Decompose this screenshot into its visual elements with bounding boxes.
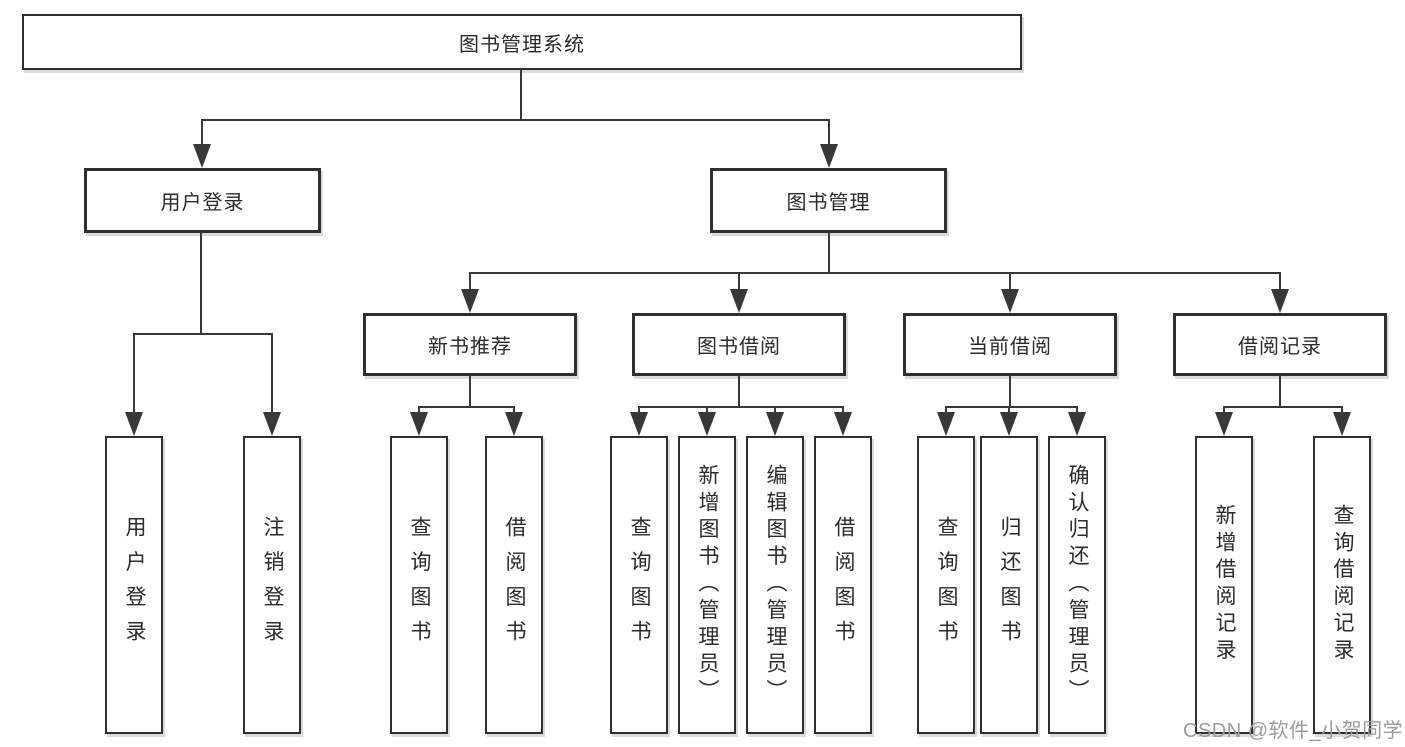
arrowhead-user-login [193,144,211,168]
leaf-query-books-current: 查询图书 [917,436,975,734]
leaf-query-borrow-record-label: 查询借阅记录 [1331,504,1354,666]
connector-drop-return-books [1008,406,1010,416]
node-library-system: 图书管理系统 [22,14,1022,70]
connector-root-branch [201,119,830,121]
arrowhead-query-books-1 [410,412,428,436]
arrowhead-add-borrow-record [1215,412,1233,436]
arrowhead-query-borrow-record [1333,412,1351,436]
node-new-book-recommendation: 新书推荐 [363,313,577,376]
connector-book-borrowing-branch [638,406,844,408]
connector-drop-leaf-logout [271,333,273,415]
connector-drop-borrowing-records [1279,272,1281,294]
connector-drop-edit-book [774,406,776,416]
node-current-borrowing-label: 当前借阅 [968,336,1052,358]
node-library-system-label: 图书管理系统 [459,33,585,56]
arrowhead-current-borrowing [1001,289,1019,313]
node-book-borrowing: 图书借阅 [632,313,846,376]
connector-borrowing-records-stem [1279,375,1281,407]
connector-drop-user-login [201,119,203,147]
arrowhead-new-book [461,289,479,313]
connector-drop-leaf-user-login [133,333,135,415]
arrowhead-borrowing-records [1271,289,1289,313]
connector-book-management-stem [828,232,830,273]
connector-drop-borrow-books-1 [513,406,515,416]
leaf-borrow-books-recommend-label: 借阅图书 [503,515,526,655]
arrowhead-query-books-2 [630,412,648,436]
node-borrowing-records-label: 借阅记录 [1238,336,1322,358]
leaf-query-borrow-record: 查询借阅记录 [1313,436,1371,734]
arrowhead-book-management [820,144,838,168]
connector-current-borrowing-branch [945,406,1078,408]
node-new-book-recommendation-label: 新书推荐 [428,336,512,358]
leaf-confirm-return-admin-label: 确认归还（管理员） [1066,464,1089,706]
connector-drop-query-borrow-record [1341,406,1343,416]
leaf-add-borrow-record: 新增借阅记录 [1195,436,1253,734]
arrowhead-query-books-3 [937,412,955,436]
leaf-query-books-borrowing: 查询图书 [610,436,668,734]
node-current-borrowing: 当前借阅 [903,313,1117,376]
leaf-query-books-recommend: 查询图书 [390,436,448,734]
leaf-edit-book-admin: 编辑图书（管理员） [746,436,804,734]
arrowhead-add-book [698,412,716,436]
arrowhead-edit-book [766,412,784,436]
leaf-logout-label: 注销登录 [261,515,284,655]
leaf-edit-book-admin-label: 编辑图书（管理员） [764,464,787,706]
connector-drop-book-management [828,119,830,147]
connector-drop-add-borrow-record [1223,406,1225,416]
leaf-logout: 注销登录 [243,436,301,734]
leaf-user-login: 用户登录 [105,436,163,734]
node-book-management-label: 图书管理 [786,192,871,214]
leaf-add-borrow-record-label: 新增借阅记录 [1213,504,1236,666]
leaf-borrow-books-borrowing-label: 借阅图书 [832,515,855,655]
connector-drop-add-book [706,406,708,416]
leaf-borrow-books-borrowing: 借阅图书 [814,436,872,734]
node-borrowing-records: 借阅记录 [1173,313,1387,376]
connector-borrowing-records-branch [1223,406,1343,408]
connector-book-borrowing-stem [738,375,740,407]
node-book-borrowing-label: 图书借阅 [697,336,781,358]
connector-drop-query-books-3 [945,406,947,416]
connector-new-book-stem [469,375,471,407]
leaf-confirm-return-admin: 确认归还（管理员） [1048,436,1106,734]
leaf-query-books-current-label: 查询图书 [935,515,958,655]
leaf-return-books: 归还图书 [980,436,1038,734]
leaf-return-books-label: 归还图书 [998,515,1021,655]
node-book-management: 图书管理 [710,168,947,233]
node-user-login: 用户登录 [84,168,321,233]
connector-drop-borrow-books-2 [842,406,844,416]
connector-current-borrowing-stem [1009,375,1011,407]
arrowhead-leaf-logout [263,412,281,436]
connector-drop-book-borrowing [738,272,740,294]
connector-drop-query-books-2 [638,406,640,416]
arrowhead-book-borrowing [730,289,748,313]
arrowhead-borrow-books-1 [505,412,523,436]
node-user-login-label: 用户登录 [160,192,245,214]
connector-drop-query-books-1 [418,406,420,416]
leaf-user-login-label: 用户登录 [123,515,146,655]
connector-user-login-stem [200,232,202,334]
connector-new-book-branch [418,406,515,408]
connector-drop-new-book [469,272,471,294]
connector-root-stem [520,69,522,120]
arrowhead-confirm-return [1068,412,1086,436]
arrowhead-return-books [1000,412,1018,436]
arrowhead-borrow-books-2 [834,412,852,436]
leaf-borrow-books-recommend: 借阅图书 [485,436,543,734]
connector-book-management-branch [469,272,1281,274]
connector-drop-current-borrowing [1009,272,1011,294]
leaf-add-book-admin: 新增图书（管理员） [678,436,736,734]
watermark: CSDN @软件_小贺同学 [1183,720,1404,742]
connector-user-login-branch [133,333,273,335]
leaf-add-book-admin-label: 新增图书（管理员） [696,464,719,706]
leaf-query-books-borrowing-label: 查询图书 [628,515,651,655]
leaf-query-books-recommend-label: 查询图书 [408,515,431,655]
connector-drop-confirm-return [1076,406,1078,416]
arrowhead-leaf-user-login [125,412,143,436]
